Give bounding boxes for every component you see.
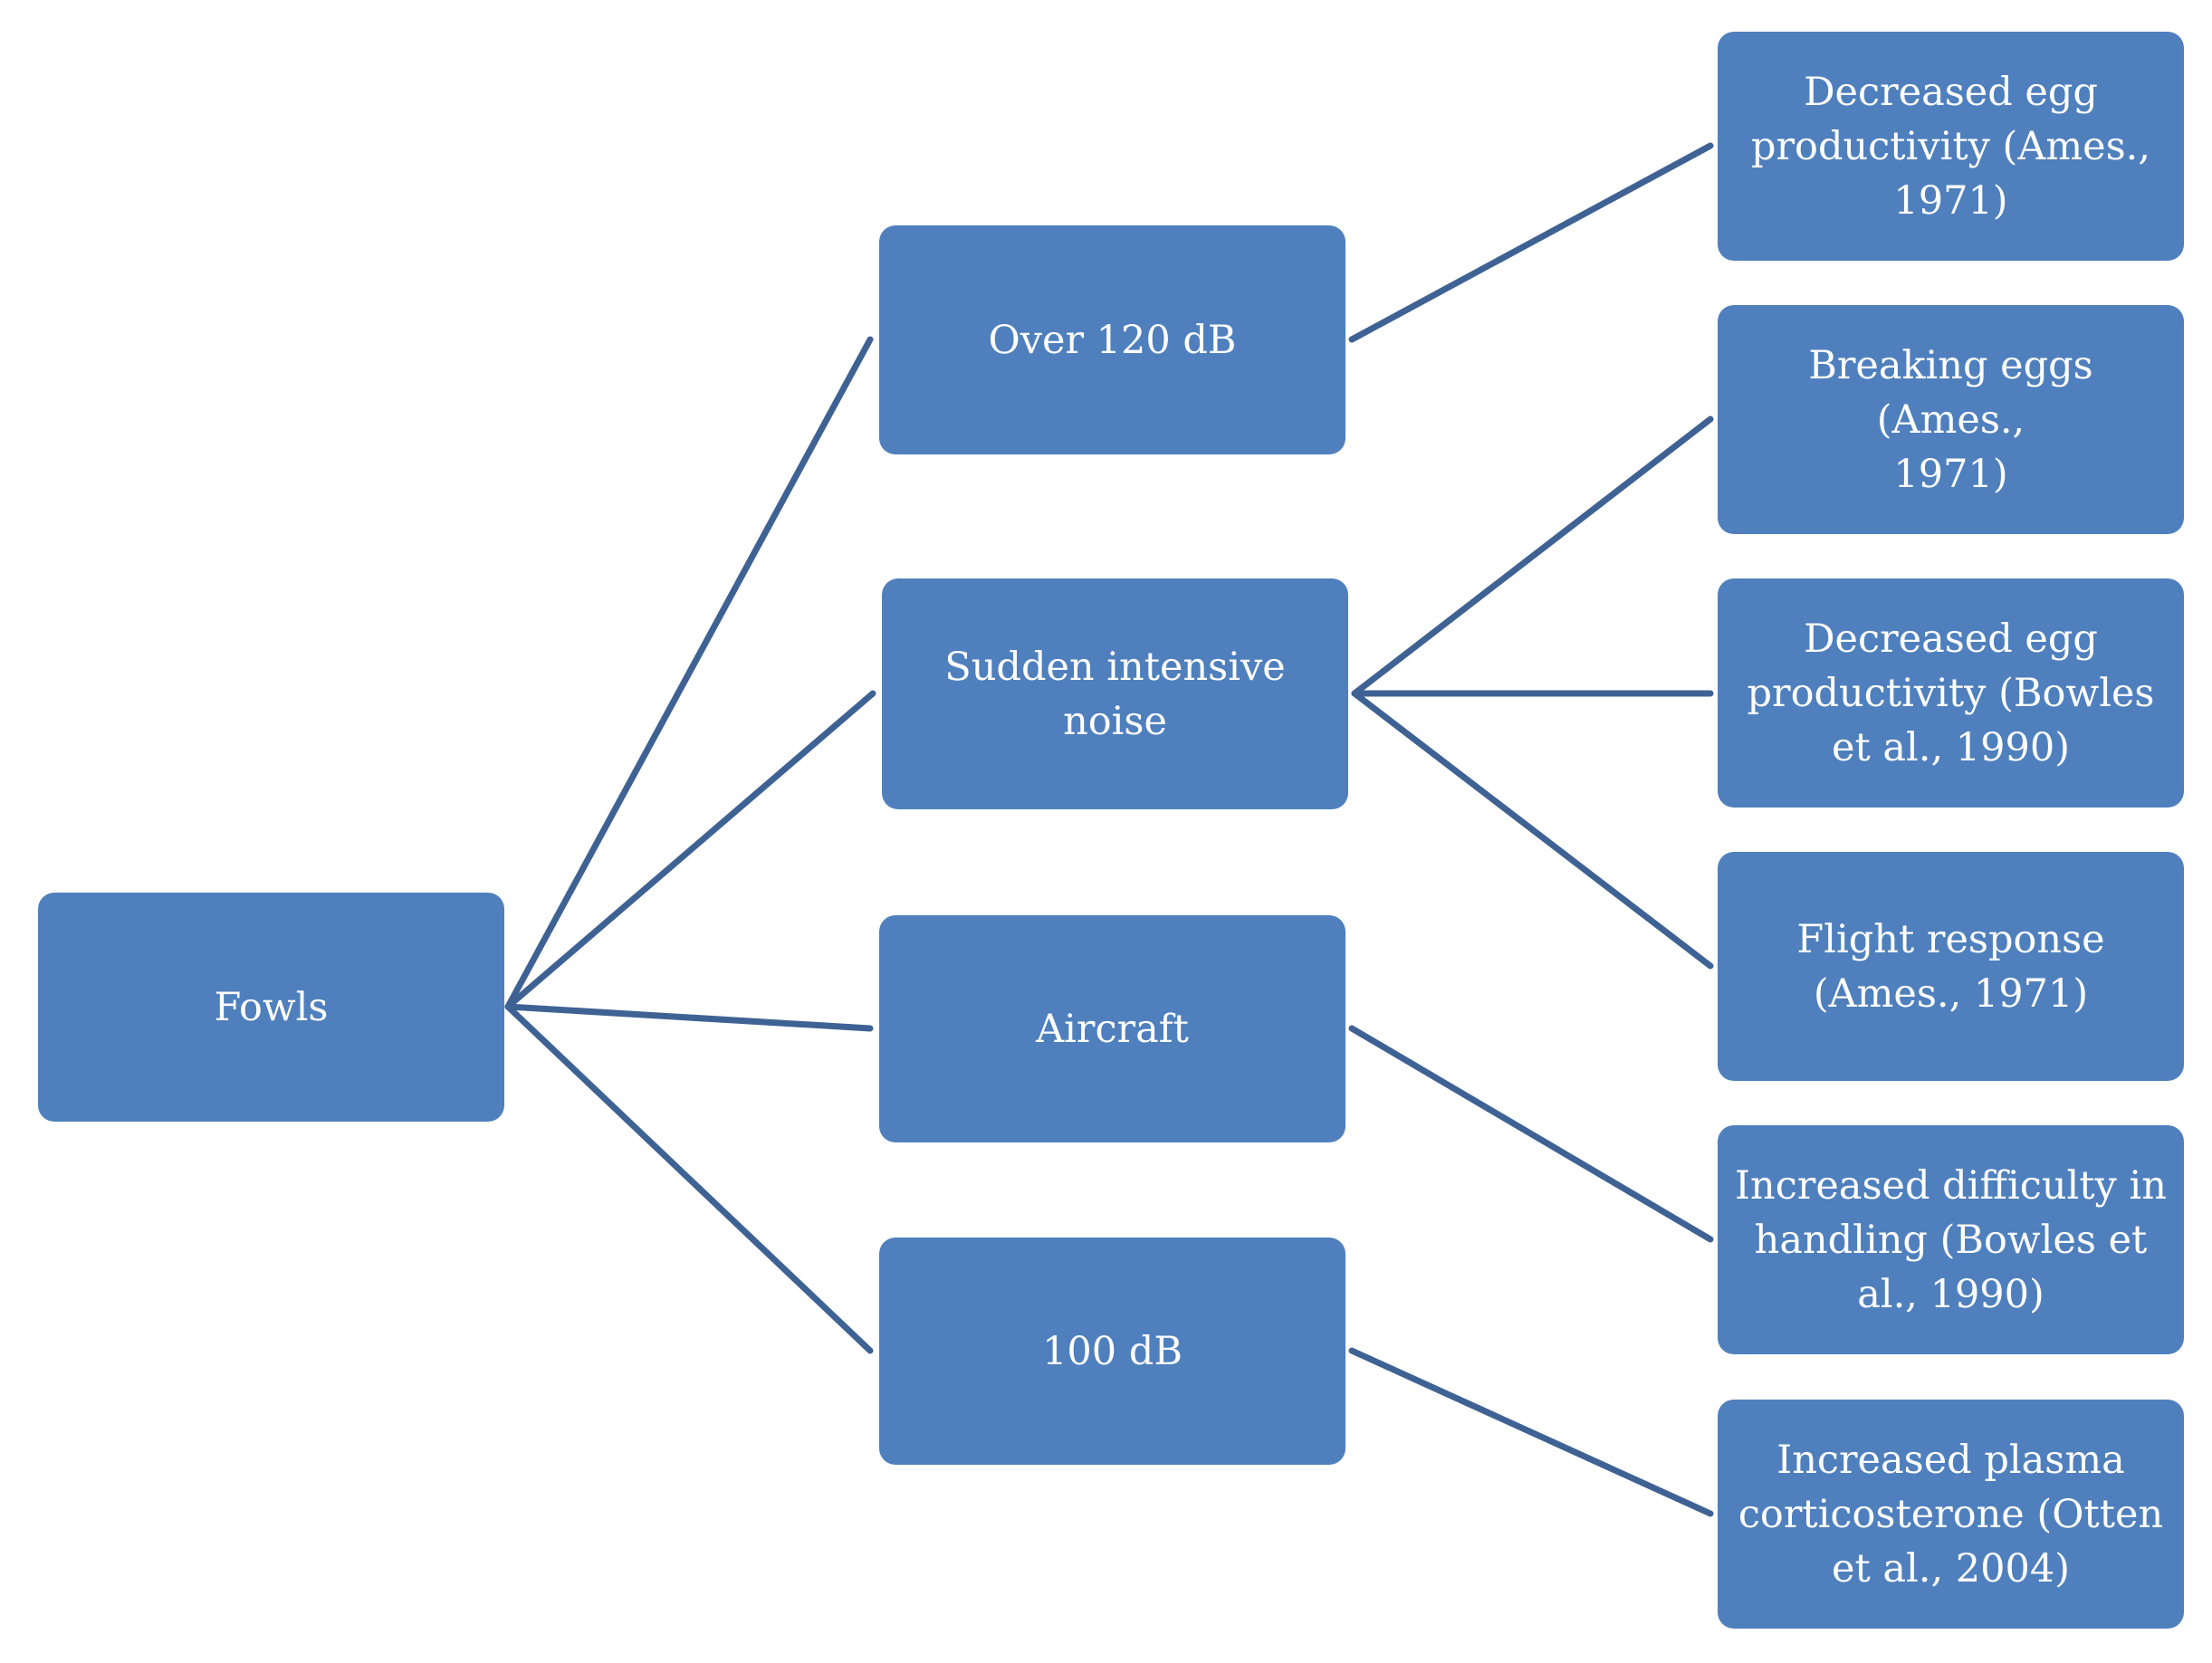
- connector-aircraft-to-increased-difficulty-in-handling: [1348, 1025, 1714, 1243]
- node-decreased-egg-productivity-bowles: Decreased egg productivity (Bowles et al…: [1718, 578, 2184, 808]
- connector-100-db-to-increased-plasma-corticosterone: [1348, 1347, 1714, 1517]
- node-decreased-egg-productivity-ames-label: Decreased egg productivity (Ames., 1971): [1750, 69, 2151, 224]
- connector-fowls-to-sudden-intensive-noise: [504, 690, 876, 1010]
- node-100-db-label: 100 dB: [1042, 1328, 1183, 1374]
- node-over-120-db: Over 120 dB: [879, 225, 1345, 454]
- node-aircraft: Aircraft: [879, 915, 1345, 1142]
- node-100-db: 100 dB: [879, 1238, 1345, 1465]
- node-flight-response: Flight response (Ames., 1971): [1718, 852, 2184, 1081]
- node-increased-plasma-corticosterone-label: Increased plasma corticosterone (Otten e…: [1738, 1437, 2164, 1591]
- node-over-120-db-label: Over 120 dB: [988, 317, 1237, 363]
- connector-sudden-noise-to-breaking-eggs: [1351, 416, 1714, 697]
- node-flight-response-label: Flight response (Ames., 1971): [1796, 916, 2105, 1017]
- connector-sudden-noise-to-flight-response: [1351, 690, 1714, 970]
- node-breaking-eggs-label: Breaking eggs (Ames., 1971): [1808, 342, 2093, 497]
- node-decreased-egg-productivity-ames: Decreased egg productivity (Ames., 1971): [1718, 32, 2184, 261]
- connector-fowls-to-over-120-db: [504, 336, 874, 1010]
- node-decreased-egg-productivity-bowles-label: Decreased egg productivity (Bowles et al…: [1747, 616, 2155, 770]
- node-fowls: Fowls: [38, 893, 504, 1122]
- connector-fowls-to-aircraft: [504, 1003, 874, 1032]
- node-sudden-intensive-noise-label: Sudden intensive noise: [944, 644, 1286, 744]
- node-breaking-eggs: Breaking eggs (Ames., 1971): [1718, 305, 2184, 534]
- node-increased-difficulty-in-handling: Increased difficulty in handling (Bowles…: [1718, 1125, 2184, 1354]
- node-fowls-label: Fowls: [214, 984, 329, 1030]
- connector-over-120-db-to-decreased-egg-productivity-ames: [1348, 142, 1714, 343]
- node-increased-difficulty-in-handling-label: Increased difficulty in handling (Bowles…: [1735, 1162, 2167, 1317]
- connector-fowls-to-100-db: [504, 1003, 874, 1354]
- node-sudden-intensive-noise: Sudden intensive noise: [882, 578, 1348, 809]
- node-increased-plasma-corticosterone: Increased plasma corticosterone (Otten e…: [1718, 1400, 2184, 1629]
- node-aircraft-label: Aircraft: [1036, 1006, 1189, 1052]
